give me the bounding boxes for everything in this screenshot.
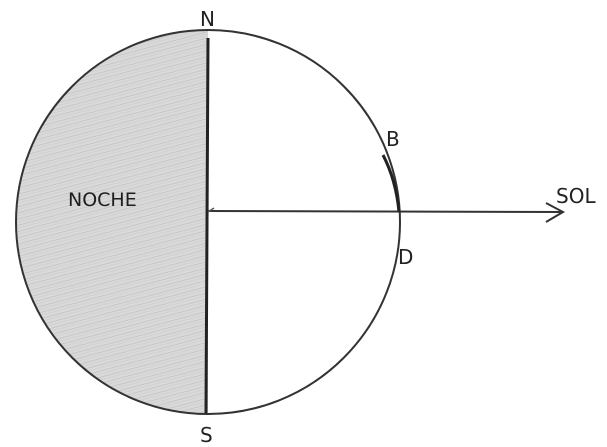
terminator-line [204,37,210,414]
sun-ray-line [207,210,564,213]
south-label: S [200,423,213,447]
sun-ray-arrowhead [545,202,566,223]
point-d-label: D [398,245,413,269]
night-label: NOCHE [68,189,137,211]
night-hemisphere [16,30,208,414]
north-label: N [200,7,215,31]
earth-outline [15,29,401,415]
center-tick [207,207,215,213]
point-b-label: B [386,127,400,151]
sun-label: SOL [556,184,596,208]
arc-b-d [381,154,401,213]
